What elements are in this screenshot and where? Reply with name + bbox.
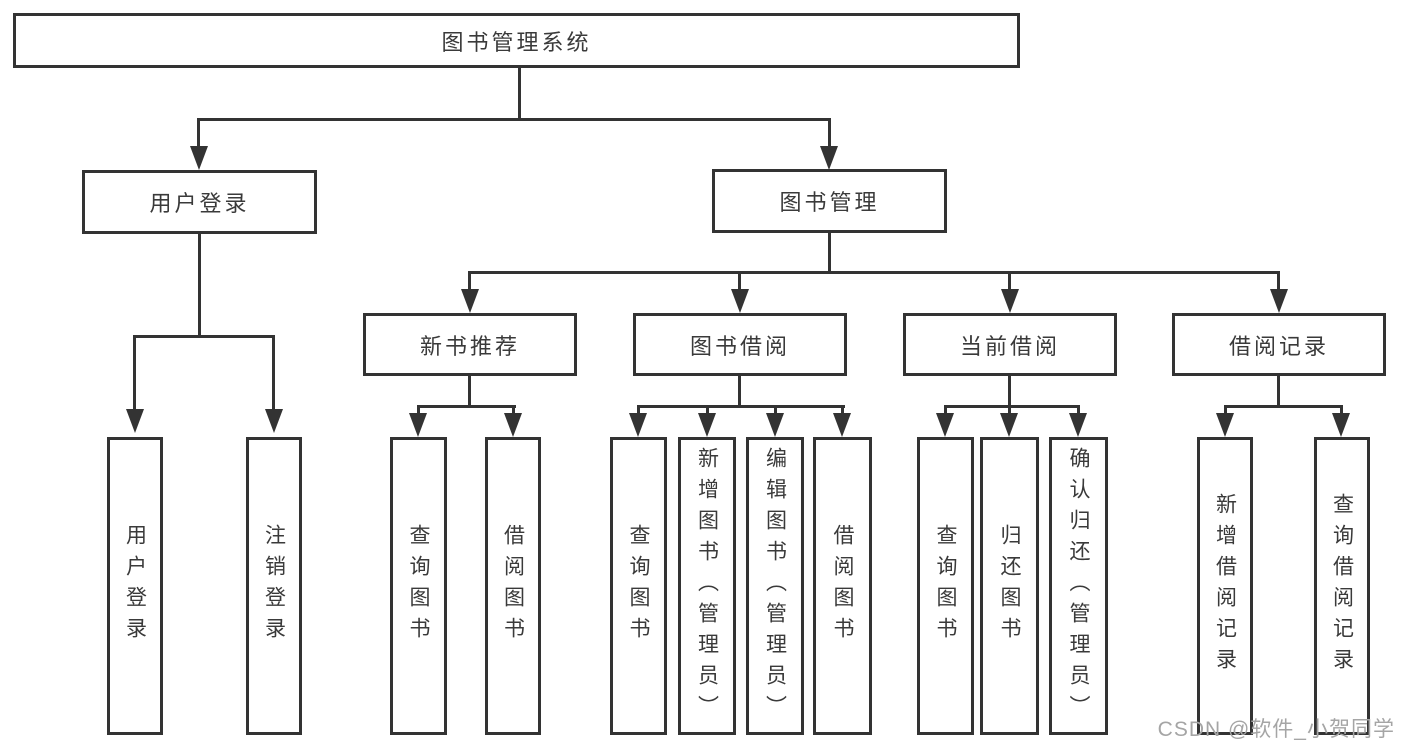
node-root-label: 图书管理系统	[441, 29, 592, 55]
node-current-borrow: 当前借阅	[903, 313, 1117, 376]
node-user-login: 用户登录	[82, 170, 317, 234]
arrow-down-icon	[461, 289, 479, 313]
leaf-edit-books-admin: 编辑图书（管理员）	[746, 437, 804, 735]
arrow-down-icon	[409, 413, 427, 437]
arrow-down-icon	[1069, 413, 1087, 437]
leaf-add-borrow-record: 新增借阅记录	[1197, 437, 1253, 735]
node-book-borrow-label: 图书借阅	[689, 333, 790, 359]
connector-book-mgmt-stem	[828, 233, 831, 271]
arrow-down-icon	[1000, 413, 1018, 437]
leaf-logout-label: 注销登录	[262, 524, 286, 648]
connector-current-borrow-stem	[1008, 376, 1011, 408]
connector-root-stem	[518, 68, 521, 118]
leaf-current-query-books-label: 查询图书	[934, 524, 957, 648]
connector-user-login-rail	[133, 335, 275, 338]
node-new-book-rec-label: 新书推荐	[419, 333, 520, 359]
leaf-borrow-query-books-label: 查询图书	[627, 524, 650, 648]
leaf-borrow-books-label: 借阅图书	[831, 524, 854, 648]
connector-book-borrow-rail	[637, 405, 845, 408]
leaf-query-borrow-record-label: 查询借阅记录	[1330, 493, 1354, 679]
connector-borrow-records-stem	[1277, 376, 1280, 408]
arrow-down-icon	[1270, 289, 1288, 313]
connector-drop-user-login	[197, 118, 200, 148]
connector-current-borrow-rail	[944, 405, 1080, 408]
leaf-return-books-label: 归还图书	[998, 524, 1021, 648]
connector-drop	[944, 405, 947, 417]
connector-book-borrow-stem	[738, 376, 741, 408]
connector-drop-borrow-records	[1277, 271, 1280, 291]
arrow-down-icon	[265, 409, 283, 433]
arrow-down-icon	[820, 146, 838, 170]
arrow-down-icon	[833, 413, 851, 437]
connector-drop	[1077, 405, 1080, 417]
arrow-down-icon	[731, 289, 749, 313]
connector-drop-current-borrow	[1008, 271, 1011, 291]
csdn-watermark: CSDN @软件_小贺同学	[1157, 718, 1395, 741]
connector-user-login-stem	[198, 234, 201, 335]
leaf-rec-borrow-books: 借阅图书	[485, 437, 541, 735]
arrow-down-icon	[126, 409, 144, 433]
leaf-add-borrow-record-label: 新增借阅记录	[1213, 493, 1237, 679]
node-new-book-rec: 新书推荐	[363, 313, 577, 376]
connector-drop	[1224, 405, 1227, 417]
connector-drop-new-book-rec	[468, 271, 471, 291]
connector-drop	[637, 405, 640, 417]
connector-drop	[774, 405, 777, 417]
connector-level3-rail	[468, 271, 1280, 274]
leaf-query-borrow-record: 查询借阅记录	[1314, 437, 1370, 735]
arrow-down-icon	[936, 413, 954, 437]
connector-drop	[1340, 405, 1343, 417]
leaf-confirm-return-admin-label: 确认归还（管理员）	[1067, 446, 1090, 726]
arrow-down-icon	[629, 413, 647, 437]
connector-borrow-records-rail	[1224, 405, 1343, 408]
node-book-borrow: 图书借阅	[633, 313, 847, 376]
leaf-logout: 注销登录	[246, 437, 302, 735]
arrow-down-icon	[190, 146, 208, 170]
connector-new-book-rec-stem	[468, 376, 471, 408]
leaf-add-books-admin-label: 新增图书（管理员）	[695, 446, 719, 726]
node-root: 图书管理系统	[13, 13, 1020, 68]
node-user-login-label: 用户登录	[149, 191, 250, 216]
arrow-down-icon	[698, 413, 716, 437]
arrow-down-icon	[1332, 413, 1350, 437]
leaf-user-login-label: 用户登录	[123, 524, 147, 648]
connector-level2-rail	[197, 118, 831, 121]
leaf-edit-books-admin-label: 编辑图书（管理员）	[763, 446, 787, 726]
node-book-mgmt-label: 图书管理	[779, 190, 880, 215]
leaf-user-login: 用户登录	[107, 437, 163, 735]
leaf-confirm-return-admin: 确认归还（管理员）	[1049, 437, 1108, 735]
leaf-add-books-admin: 新增图书（管理员）	[678, 437, 736, 735]
leaf-rec-query-books: 查询图书	[390, 437, 447, 735]
arrow-down-icon	[504, 413, 522, 437]
arrow-down-icon	[1216, 413, 1234, 437]
leaf-return-books: 归还图书	[980, 437, 1039, 735]
leaf-borrow-books: 借阅图书	[813, 437, 872, 735]
arrow-down-icon	[1001, 289, 1019, 313]
connector-drop-leaf-user-login	[133, 335, 136, 411]
leaf-rec-query-books-label: 查询图书	[407, 524, 430, 648]
connector-drop	[512, 405, 515, 417]
connector-drop-book-borrow	[738, 271, 741, 291]
connector-drop	[706, 405, 709, 417]
connector-drop-leaf-logout	[272, 335, 275, 411]
node-borrow-records: 借阅记录	[1172, 313, 1386, 376]
connector-drop	[417, 405, 420, 417]
connector-drop-book-mgmt	[828, 121, 831, 148]
node-book-mgmt: 图书管理	[712, 169, 947, 233]
leaf-rec-borrow-books-label: 借阅图书	[501, 524, 525, 648]
connector-new-book-rec-rail	[417, 405, 516, 408]
node-current-borrow-label: 当前借阅	[959, 333, 1060, 359]
connector-drop	[841, 405, 844, 417]
node-borrow-records-label: 借阅记录	[1228, 333, 1329, 359]
leaf-current-query-books: 查询图书	[917, 437, 974, 735]
leaf-borrow-query-books: 查询图书	[610, 437, 667, 735]
arrow-down-icon	[766, 413, 784, 437]
connector-drop	[1008, 405, 1011, 417]
